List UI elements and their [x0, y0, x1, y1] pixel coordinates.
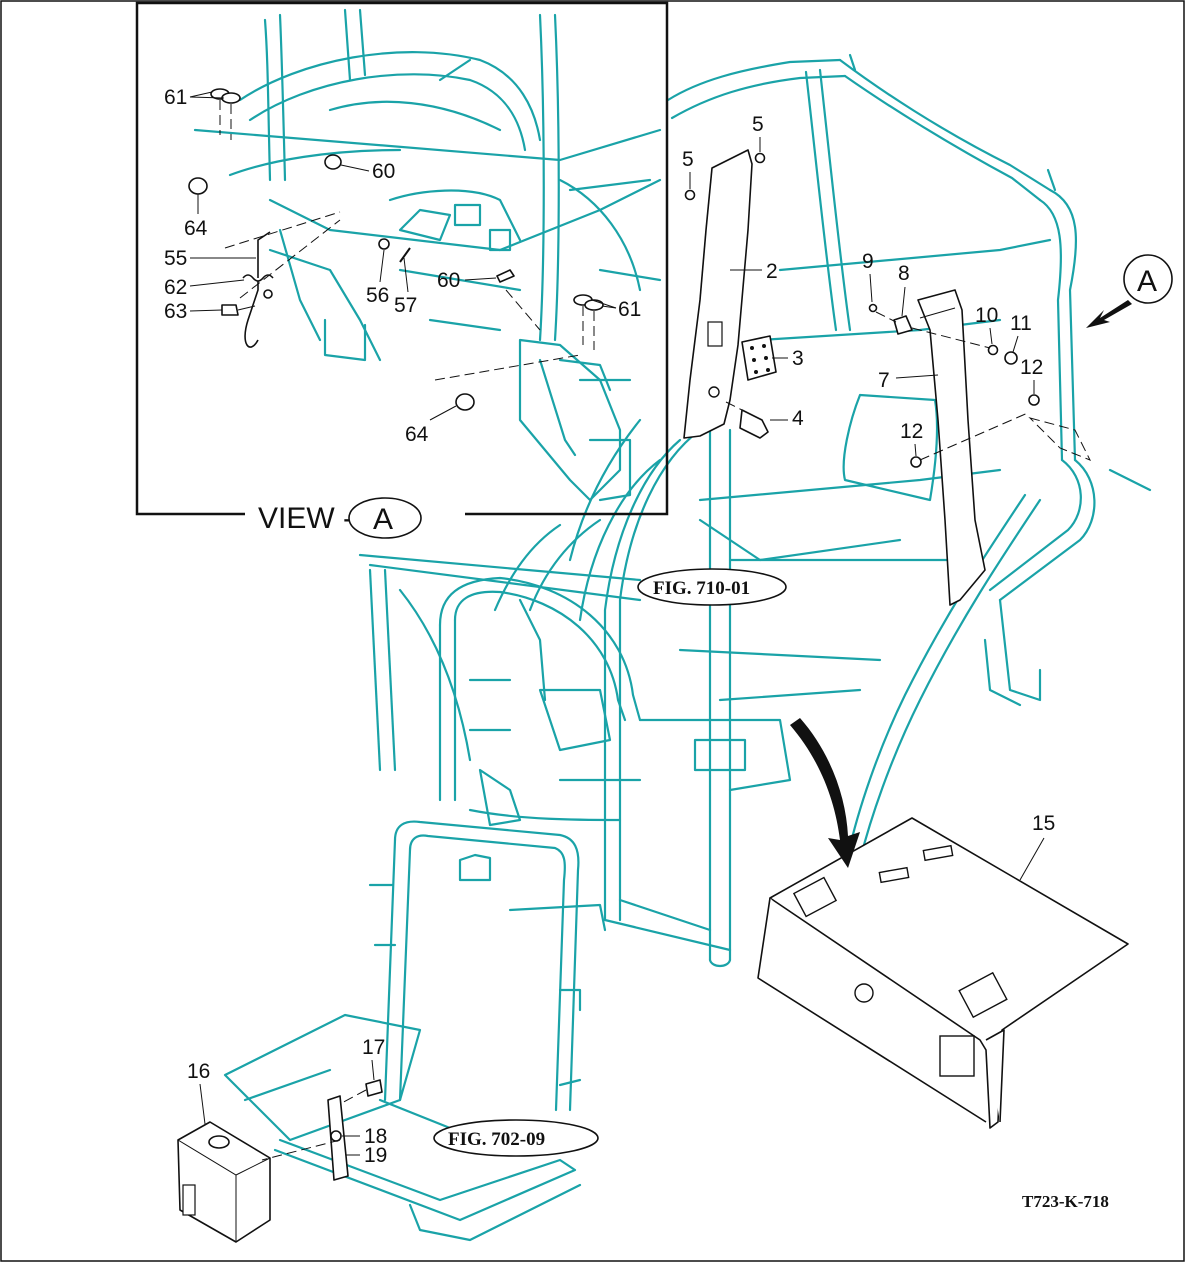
callout-11: 11 — [1010, 312, 1032, 335]
inset-callouts: 61 60 64 55 62 63 56 57 60 61 64 — [164, 86, 641, 446]
plate-hole-e — [939, 1035, 975, 1077]
callout-55: 55 — [164, 247, 187, 270]
callout-5-a: 5 — [682, 148, 694, 171]
pillar-hole — [708, 386, 720, 398]
callout-12-a: 12 — [1020, 356, 1043, 379]
socket-4 — [739, 409, 769, 439]
screw-5-b — [754, 152, 766, 164]
callout-64-b: 64 — [405, 423, 429, 446]
callout-9: 9 — [862, 250, 874, 273]
callout-16: 16 — [187, 1060, 210, 1083]
callout-17: 17 — [362, 1036, 385, 1059]
view-marker-letter: A — [1137, 265, 1157, 298]
grommet-60-b — [496, 269, 515, 283]
callout-60-b: 60 — [437, 269, 460, 292]
view-marker-arrow — [1086, 300, 1132, 328]
clip-12-b — [910, 456, 922, 468]
callout-15: 15 — [1032, 812, 1055, 835]
assembly-arrow — [790, 718, 860, 868]
washer-56 — [378, 238, 390, 250]
tank-cap — [208, 1135, 230, 1149]
callout-3: 3 — [792, 347, 804, 370]
view-letter: A — [373, 503, 393, 536]
washer-10 — [987, 344, 999, 356]
callout-19: 19 — [364, 1144, 387, 1167]
switch-panel-3 — [741, 335, 777, 381]
callout-18: 18 — [364, 1125, 387, 1148]
bracket-8 — [893, 315, 913, 335]
view-marker-circle — [1123, 254, 1173, 304]
fig-ref-702-09-oval — [433, 1119, 599, 1157]
callout-63: 63 — [164, 300, 187, 323]
main-parts — [177, 149, 1129, 1243]
document-id: T723-K-718 — [1022, 1192, 1109, 1211]
callout-62: 62 — [164, 276, 187, 299]
plate-hole-d — [958, 971, 1008, 1019]
pillar-trim-7 — [917, 289, 986, 606]
view-a-inset — [135, 1, 669, 516]
nut-11 — [1004, 351, 1018, 365]
callout-57: 57 — [394, 294, 417, 317]
view-marker-a: A — [1086, 254, 1173, 328]
screw-9 — [868, 303, 878, 313]
bumper-64-a — [188, 177, 208, 195]
callout-60-a: 60 — [372, 160, 395, 183]
pillar-slot — [707, 321, 723, 347]
fitting-17 — [365, 1079, 383, 1097]
dashed-bracket-area — [1028, 417, 1092, 461]
callout-10: 10 — [975, 304, 998, 327]
pin-57 — [399, 247, 411, 263]
washer-61-b — [221, 92, 241, 104]
plate-hole-b — [878, 866, 910, 884]
tank-window — [182, 1184, 196, 1216]
callout-7: 7 — [878, 369, 890, 392]
grommet-60-a — [324, 154, 342, 170]
fig-ref-710-01: FIG. 710-01 — [653, 578, 750, 599]
callout-61-b: 61 — [618, 298, 641, 321]
main-callouts: 5 5 2 3 4 9 8 10 11 12 7 12 15 16 17 18 … — [187, 113, 1055, 1167]
floor-plate-15 — [769, 817, 1129, 1129]
washer-61-d — [584, 299, 604, 311]
callout-5-b: 5 — [752, 113, 764, 136]
callout-8: 8 — [898, 262, 910, 285]
view-label-text: VIEW - — [258, 502, 353, 535]
tank-16 — [177, 1121, 271, 1243]
plate-hole-c — [922, 844, 954, 862]
inset-parts — [188, 88, 604, 411]
fig-ref-710-01-oval — [637, 568, 787, 606]
fig-ref-702-09: FIG. 702-09 — [448, 1129, 545, 1150]
bolt-63 — [221, 304, 239, 316]
spring-62 — [242, 274, 274, 282]
screw-5-a — [684, 189, 696, 201]
inset-border — [135, 1, 669, 516]
callout-4: 4 — [792, 407, 804, 430]
view-a-label: VIEW - A — [258, 497, 422, 539]
fitting-18 — [330, 1130, 342, 1142]
clip-12-a — [1028, 394, 1040, 406]
plate-hole-a — [792, 876, 838, 918]
callout-56: 56 — [366, 284, 389, 307]
callout-61-a: 61 — [164, 86, 187, 109]
hook-55 — [244, 231, 271, 348]
plate-hole-round — [854, 983, 874, 1003]
washer-small — [263, 289, 273, 299]
view-letter-circle — [348, 497, 422, 539]
callout-12-b: 12 — [900, 420, 923, 443]
bumper-64-b — [455, 393, 475, 411]
cab-frame — [223, 53, 1152, 1242]
callout-64-a: 64 — [184, 217, 208, 240]
figure-refs: FIG. 710-01 FIG. 702-09 — [433, 568, 787, 1157]
callout-2: 2 — [766, 260, 778, 283]
